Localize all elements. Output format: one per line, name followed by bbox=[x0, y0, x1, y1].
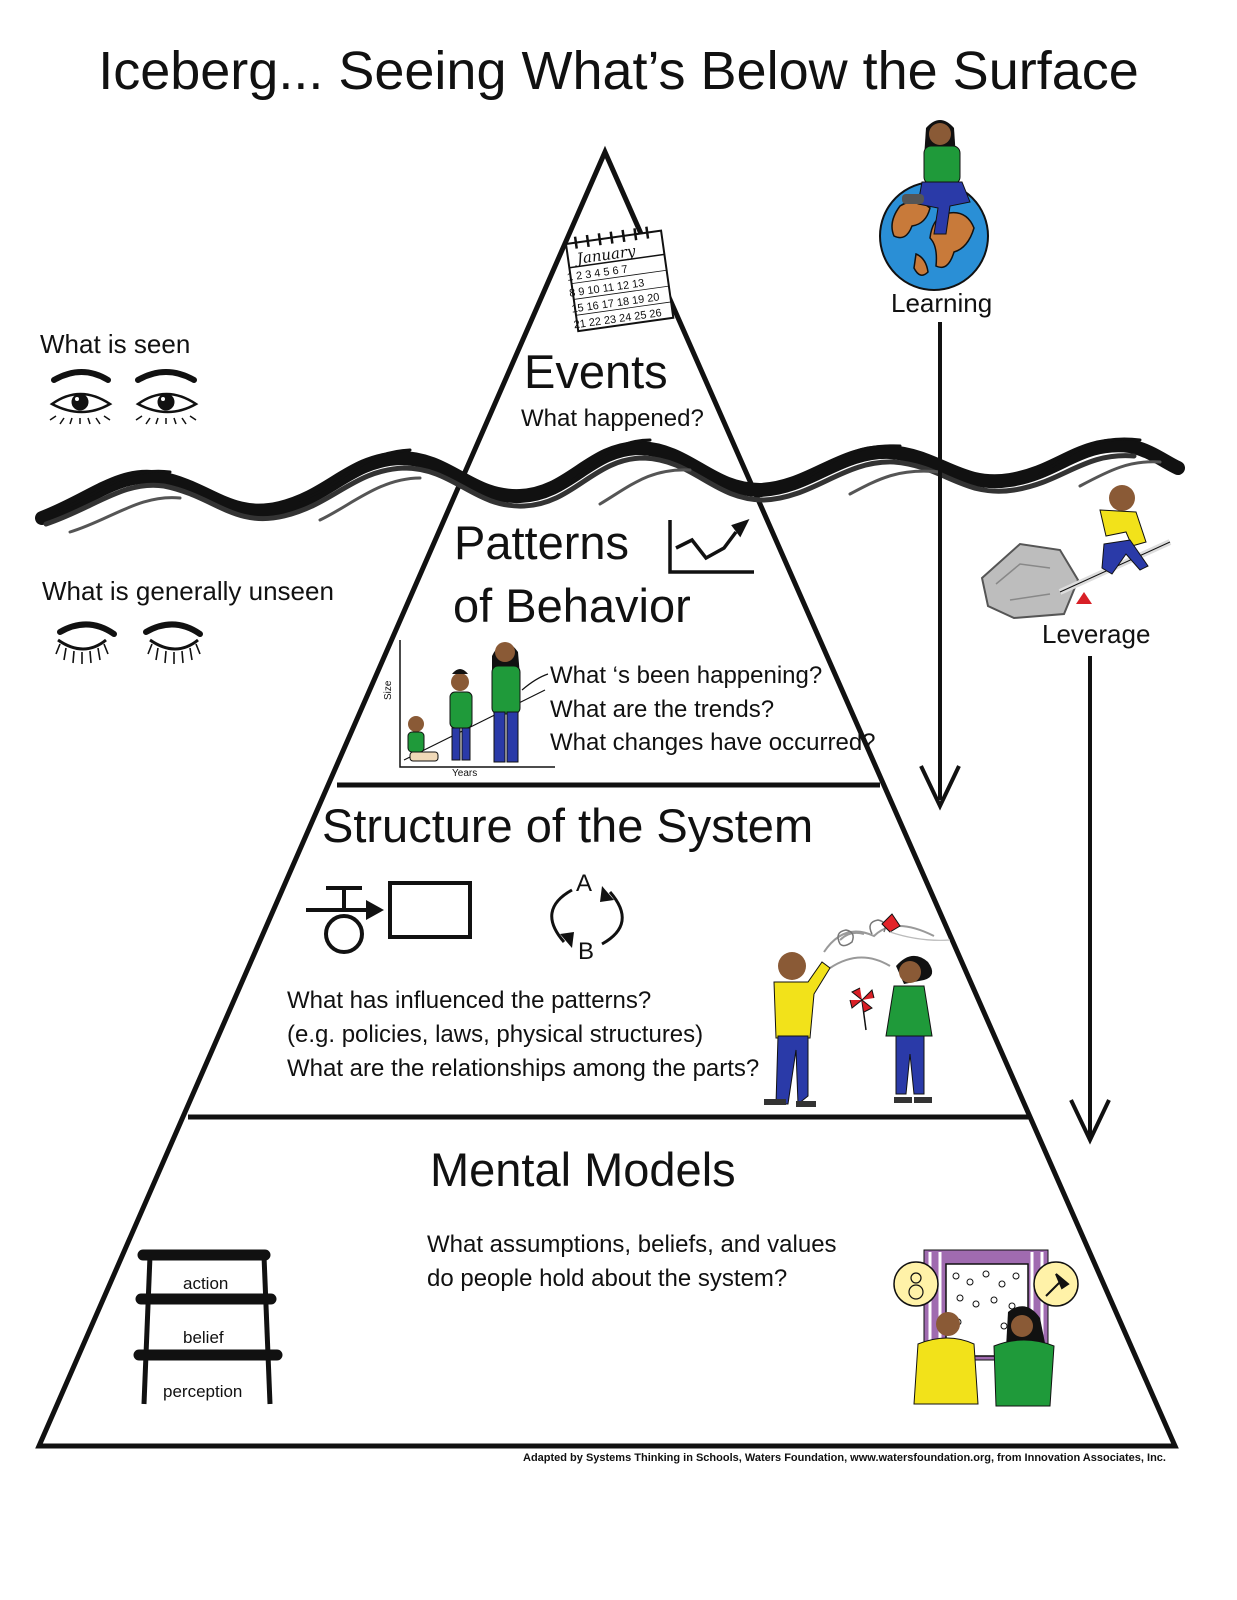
eye-open-icon bbox=[135, 369, 199, 425]
calendar-days: 1 2 3 4 5 6 7 8 9 10 11 12 13 15 16 17 1… bbox=[566, 258, 663, 334]
trend-chart-icon bbox=[668, 519, 754, 574]
growth-chart-xlabel: Years bbox=[452, 768, 478, 779]
pyramid bbox=[35, 145, 1179, 1449]
level-patterns-title-line1: Patterns bbox=[454, 516, 630, 569]
level-patterns-question: What ‘s been happening? bbox=[550, 662, 823, 689]
loop-label-a: A bbox=[576, 870, 593, 897]
level-patterns-question: What changes have occurred? bbox=[550, 729, 876, 756]
ladder-rung-belief: belief bbox=[183, 1328, 224, 1347]
stock-flow-icon bbox=[306, 881, 472, 954]
label-what-is-seen: What is seen bbox=[40, 329, 191, 359]
lever-rock-icon bbox=[980, 485, 1172, 620]
level-patterns-title-line2: of Behavior bbox=[453, 579, 691, 632]
feedback-loop-icon bbox=[550, 886, 624, 948]
arrow-down-icon bbox=[1069, 656, 1111, 1145]
level-structure-question: (e.g. policies, laws, physical structure… bbox=[287, 1021, 704, 1048]
level-mental-models-title: Mental Models bbox=[430, 1143, 736, 1196]
eye-open-icon bbox=[49, 369, 113, 425]
child-figure bbox=[449, 669, 473, 761]
ladder-rung-action: action bbox=[183, 1274, 229, 1293]
label-what-is-unseen: What is generally unseen bbox=[42, 576, 334, 606]
learner-figure bbox=[902, 120, 971, 235]
loop-label-b: B bbox=[578, 938, 595, 965]
woman-figure bbox=[491, 642, 521, 763]
level-structure-question: What are the relationships among the par… bbox=[287, 1055, 760, 1082]
label-leverage: Leverage bbox=[1042, 619, 1151, 649]
eye-closed-icon bbox=[55, 621, 117, 664]
baby-figure bbox=[407, 716, 439, 762]
arrow-down-icon bbox=[919, 322, 961, 811]
page-title: Iceberg... Seeing What’s Below the Surfa… bbox=[98, 41, 1139, 101]
growth-chart bbox=[399, 640, 555, 768]
ladder-rung-perception: perception bbox=[163, 1382, 243, 1401]
kite-people-illustration bbox=[764, 913, 951, 1107]
level-mental-models-question: do people hold about the system? bbox=[427, 1265, 788, 1292]
label-learning: Learning bbox=[891, 288, 993, 318]
eye-closed-icon bbox=[143, 621, 203, 664]
calendar-icon bbox=[564, 226, 675, 333]
level-mental-models-question: What assumptions, beliefs, and values bbox=[427, 1231, 837, 1258]
level-patterns-question: What are the trends? bbox=[550, 696, 775, 723]
level-events-question: What happened? bbox=[521, 405, 704, 432]
level-structure-title: Structure of the System bbox=[322, 799, 814, 852]
growth-chart-ylabel: Size bbox=[383, 680, 394, 700]
level-structure-question: What has influenced the patterns? bbox=[287, 987, 652, 1014]
ladder-of-inference-icon bbox=[133, 1249, 283, 1405]
credit-line: Adapted by Systems Thinking in Schools, … bbox=[523, 1452, 1166, 1464]
level-events-title: Events bbox=[524, 345, 668, 398]
wave-surface-icon bbox=[35, 437, 1185, 534]
window-people-illustration bbox=[893, 1249, 1079, 1407]
